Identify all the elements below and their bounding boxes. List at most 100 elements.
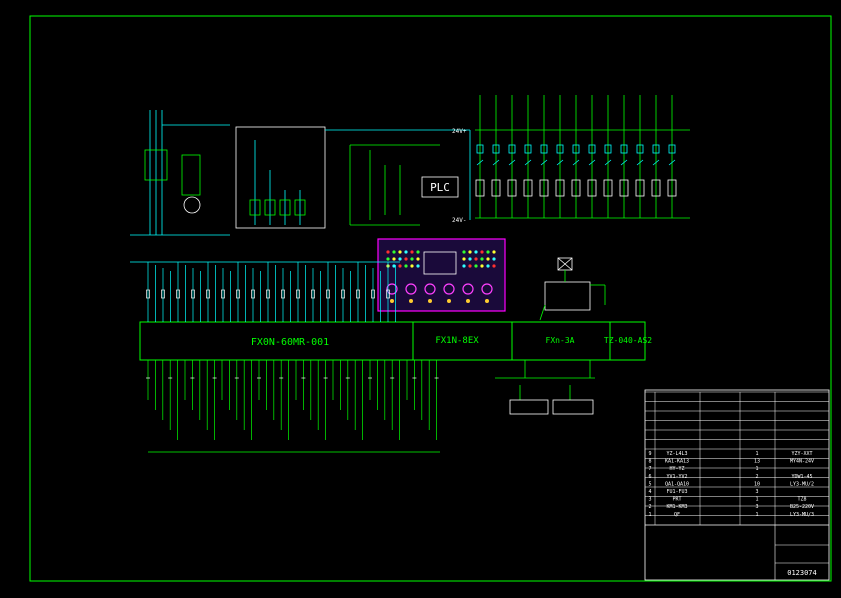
panel-lamp [492, 250, 496, 254]
panel-lamp [462, 257, 466, 261]
parts-cell-no: 8 [648, 459, 651, 465]
relay-channel [603, 95, 613, 218]
relay-channel [587, 95, 597, 218]
parts-cell-no: 6 [648, 474, 651, 480]
parts-cell-code: HY-YZ [669, 466, 684, 472]
panel-lamp [416, 264, 420, 268]
panel-lamp [468, 250, 472, 254]
input-contact [251, 289, 255, 299]
panel-lamp [392, 264, 396, 268]
panel-button [466, 299, 470, 303]
panel-knob [424, 283, 436, 295]
input-contact [266, 289, 270, 299]
parts-cell-qty: 2 [755, 474, 758, 480]
module-ext1-label: FX1N-8EX [435, 336, 479, 346]
input-contact [161, 289, 165, 299]
panel-button [390, 299, 394, 303]
parts-cell-qty: 10 [754, 481, 760, 487]
input-contact [311, 289, 315, 299]
plc-output-wiring [146, 360, 440, 453]
parts-cell-no: 2 [648, 504, 651, 510]
panel-lamp [468, 264, 472, 268]
input-contact [146, 289, 150, 299]
panel-lamp [480, 264, 484, 268]
relay-channel [651, 95, 661, 218]
panel-knob [443, 283, 455, 295]
input-contact [371, 289, 375, 299]
analog-sensor-box [539, 257, 606, 321]
panel-lamp [404, 264, 408, 268]
panel-lamp [386, 257, 390, 261]
panel-lamp [416, 257, 420, 261]
parts-cell-spec: MY4N-24V [790, 459, 814, 465]
panel-lamp [410, 250, 414, 254]
analog-output-boxes [495, 360, 595, 415]
relay-channel [539, 95, 549, 218]
parts-cell-spec: TZ8 [797, 497, 806, 503]
panel-button [447, 299, 451, 303]
relay-channel [571, 95, 581, 218]
parts-cell-code: PRT [672, 497, 681, 503]
panel-lamp [486, 264, 490, 268]
panel-lamp [404, 250, 408, 254]
plc-input-wiring [130, 261, 400, 322]
relay-output-strip [475, 95, 690, 219]
module-ext2-label: FXn-3A [546, 336, 575, 345]
parts-cell-code: QF [674, 512, 680, 518]
panel-lamp [462, 264, 466, 268]
parts-cell-qty: 1 [755, 451, 758, 457]
parts-cell-code: YZ-L4L3 [666, 451, 687, 457]
panel-lamp [416, 250, 420, 254]
relay-channel [475, 95, 485, 218]
relay-channel [507, 95, 517, 218]
input-contact [356, 289, 360, 299]
panel-lamp [468, 257, 472, 261]
panel-lamp [486, 250, 490, 254]
relay-channel [523, 95, 533, 218]
panel-knob [405, 283, 417, 295]
panel-button [428, 299, 432, 303]
drawing-number: 0123074 [787, 569, 817, 577]
parts-cell-no: 4 [648, 489, 651, 495]
parts-cell-spec: LY3-MU/2 [790, 481, 814, 487]
panel-lamp [480, 257, 484, 261]
plc-label: PLC [430, 181, 450, 194]
panel-knob [462, 283, 474, 295]
plc-power-block [349, 144, 459, 226]
parts-cell-qty: 3 [755, 504, 758, 510]
panel-knob [386, 283, 398, 295]
parts-cell-no: 9 [648, 451, 651, 457]
parts-cell-code: FU1-FU3 [666, 489, 687, 495]
parts-cell-code: KM1-KM3 [666, 504, 687, 510]
module-main-label: FX0N-60MR-001 [251, 337, 329, 348]
input-contact [386, 289, 390, 299]
panel-display-screen [423, 251, 457, 275]
parts-cell-spec: LY3-MU/3 [790, 512, 814, 518]
input-contact [236, 289, 240, 299]
relay-channel [619, 95, 629, 218]
parts-cell-spec: YDW1-45 [791, 474, 812, 480]
relay-channel [635, 95, 645, 218]
parts-cell-no: 1 [648, 512, 651, 518]
parts-cell-qty: 13 [754, 459, 760, 465]
relay-channel [667, 95, 677, 218]
input-contact [176, 289, 180, 299]
panel-lamp [492, 257, 496, 261]
panel-lamp [462, 250, 466, 254]
module-ext3-label: TZ-040-AS2 [604, 336, 652, 345]
panel-lamp [398, 250, 402, 254]
relay-channel [555, 95, 565, 218]
panel-lamp [474, 264, 478, 268]
parts-cell-no: 7 [648, 466, 651, 472]
parts-cell-spec: B25-220V [790, 504, 814, 510]
panel-lamp [480, 250, 484, 254]
